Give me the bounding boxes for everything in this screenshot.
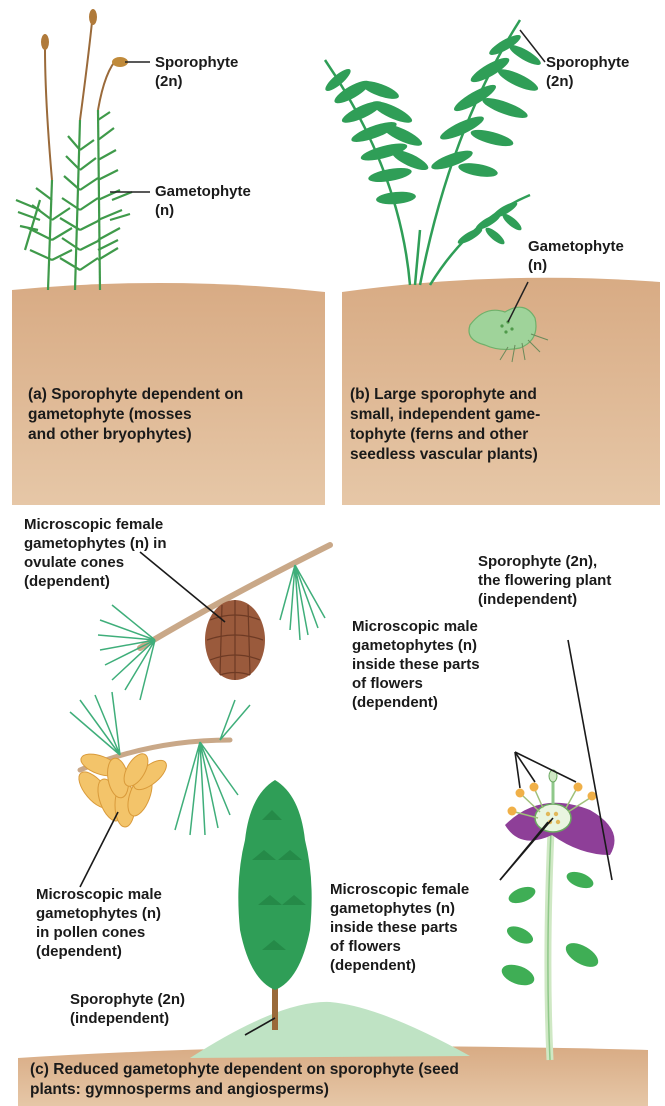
moss-gametophyte-label: Gametophyte (n) xyxy=(155,182,251,220)
female-cone-label: Microscopic female gametophytes (n) in o… xyxy=(24,515,167,591)
pollen-cone-branch xyxy=(70,692,250,835)
moss-sporophyte-label: Sporophyte (2n) xyxy=(155,53,238,91)
panel-c-caption: (c) Reduced gametophyte dependent on spo… xyxy=(30,1060,459,1100)
flowering-plant xyxy=(499,770,615,1060)
pollen-cones xyxy=(73,750,171,827)
fern-sporophyte xyxy=(323,20,544,285)
fern-gametophyte-label: Gametophyte (n) xyxy=(528,237,624,275)
pine-tree xyxy=(238,780,311,1030)
male-cone-label: Microscopic male gametophytes (n) in pol… xyxy=(36,885,162,961)
hill xyxy=(190,1002,470,1058)
gymno-sporophyte-label: Sporophyte (2n) (independent) xyxy=(70,990,185,1028)
fern-sporophyte-label: Sporophyte (2n) xyxy=(546,53,629,91)
moss-gametophyte xyxy=(16,110,132,290)
panel-a-caption: (a) Sporophyte dependent on gametophyte … xyxy=(28,385,243,445)
male-flower-label: Microscopic male gametophytes (n) inside… xyxy=(352,617,480,712)
panel-b-caption: (b) Large sporophyte and small, independ… xyxy=(350,385,540,465)
angio-sporophyte-label: Sporophyte (2n), the flowering plant (in… xyxy=(478,552,611,609)
moss-sporophyte xyxy=(41,9,128,180)
flower xyxy=(505,770,615,855)
female-flower-label: Microscopic female gametophytes (n) insi… xyxy=(330,880,469,975)
